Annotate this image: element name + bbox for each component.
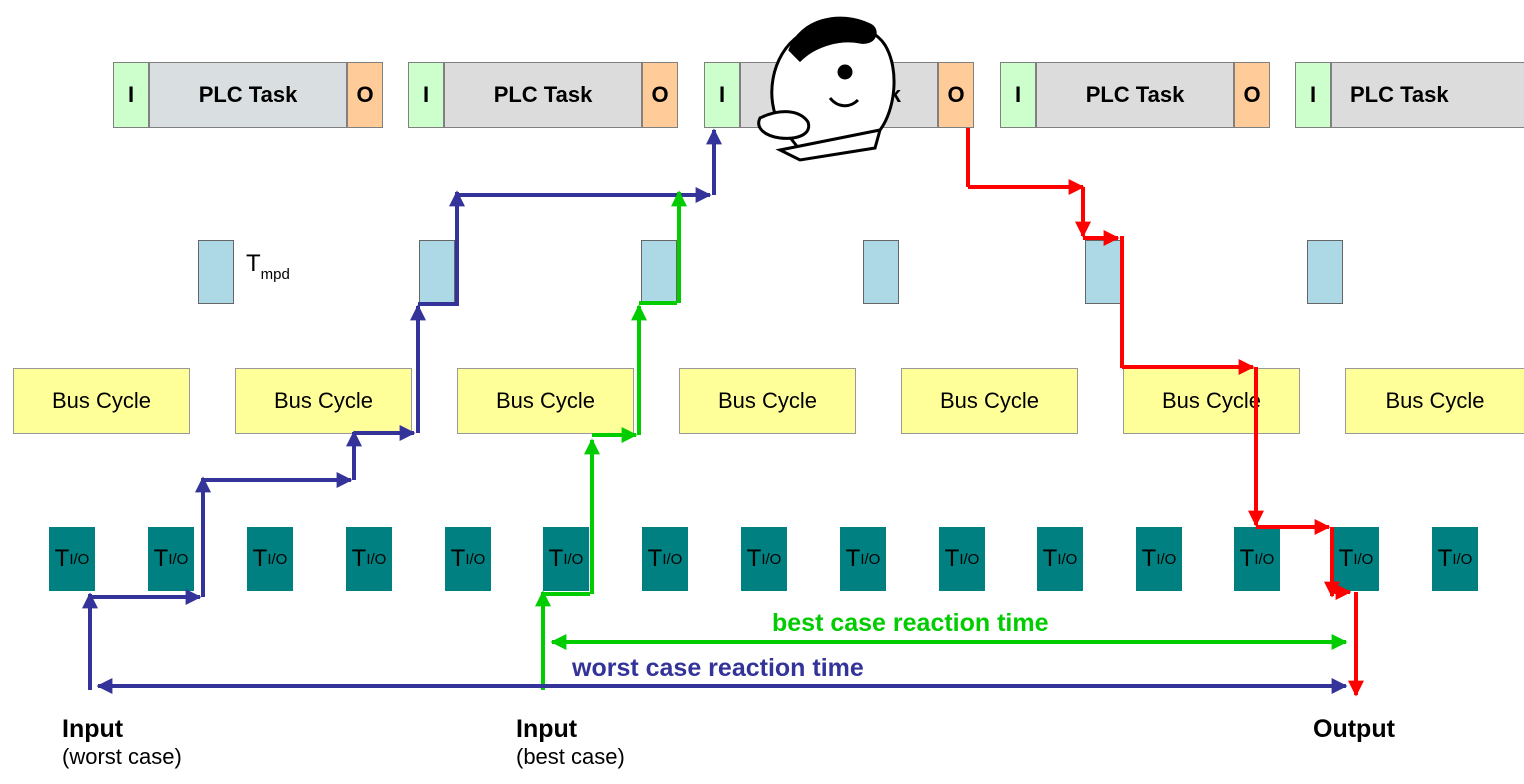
plc-task-block: PLC Task (444, 62, 642, 128)
bus-cycle-block: Bus Cycle (1123, 368, 1300, 434)
input-best-label: Input(best case) (516, 715, 625, 769)
plc-output-block: O (1234, 62, 1270, 128)
plc-task-block: PLC Task (149, 62, 347, 128)
bus-cycle-block: Bus Cycle (13, 368, 190, 434)
plc-input-block: I (1295, 62, 1331, 128)
mpd-label: Tmpd (246, 250, 290, 283)
bus-cycle-block: Bus Cycle (235, 368, 412, 434)
plc-input-block: I (704, 62, 740, 128)
output-path (966, 128, 1364, 697)
bus-cycle-block: Bus Cycle (901, 368, 1078, 434)
plc-input-block: I (113, 62, 149, 128)
bus-cycle-block: Bus Cycle (1345, 368, 1524, 434)
thinking-man-cartoon-icon (757, 16, 896, 162)
plc-task-block: PLC Task (1331, 62, 1524, 128)
plc-task-block: PLC Task (1036, 62, 1234, 128)
mpd-block (863, 240, 899, 304)
input-worst-label: Input(worst case) (62, 715, 182, 769)
mpd-block (198, 240, 234, 304)
plc-output-block: O (347, 62, 383, 128)
best-case-path (535, 190, 687, 690)
worst-case-path (82, 128, 722, 690)
worst-case-label: worst case reaction time (572, 654, 864, 682)
best-case-label: best case reaction time (772, 609, 1049, 637)
bus-cycle-block: Bus Cycle (679, 368, 856, 434)
mpd-block (419, 240, 455, 304)
plc-output-block: O (642, 62, 678, 128)
mpd-block (1307, 240, 1343, 304)
bus-cycle-block: Bus Cycle (457, 368, 634, 434)
plc-output-block: O (938, 62, 974, 128)
mpd-block (641, 240, 677, 304)
plc-input-block: I (1000, 62, 1036, 128)
plc-input-block: I (408, 62, 444, 128)
output-label: Output (1313, 715, 1395, 743)
